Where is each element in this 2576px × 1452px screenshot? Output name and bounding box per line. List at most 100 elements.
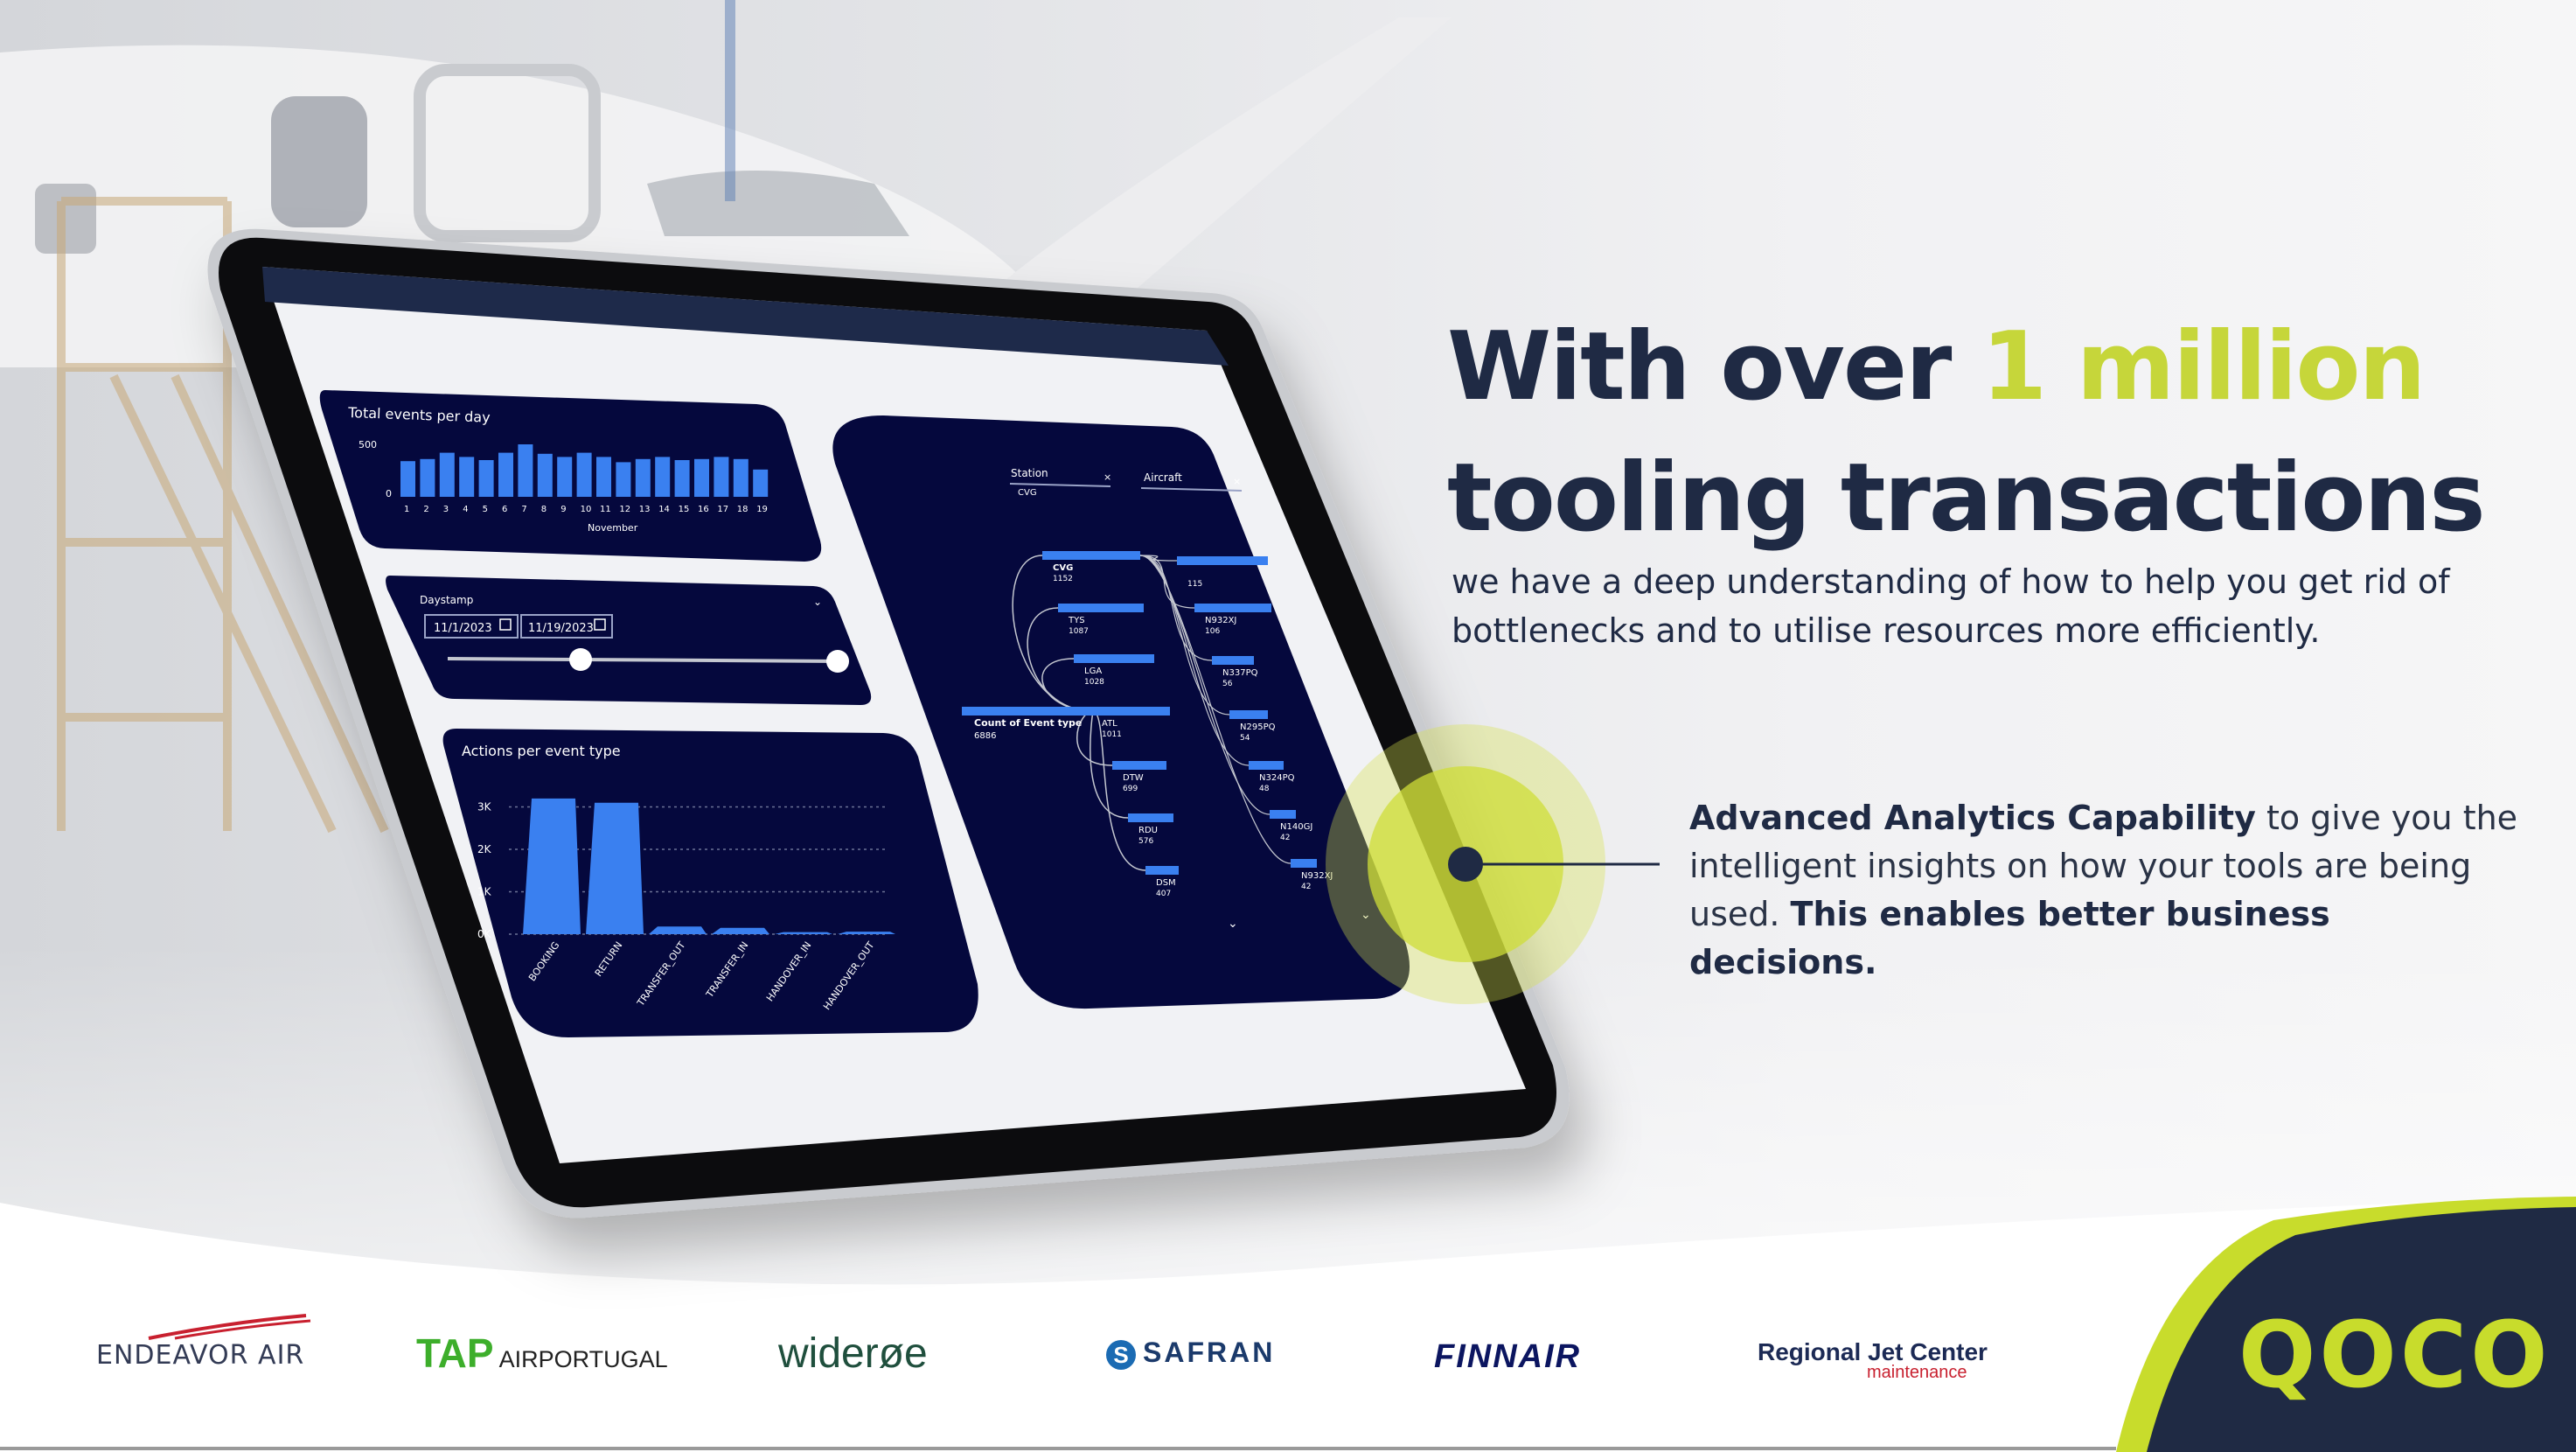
events-bar: [557, 457, 573, 497]
decomp-root-value: 6886: [974, 731, 996, 741]
daystamp-slicer-panel: Daystamp ⌄ 11/1/2023 11/19/2023: [386, 576, 872, 705]
chevron-down-icon[interactable]: ⌄: [1228, 917, 1238, 931]
decomp-aircraft-label: N932XJ: [1205, 616, 1236, 625]
filter-aircraft-label: Aircraft: [1144, 471, 1182, 484]
decomp-aircraft-value: 56: [1222, 680, 1233, 688]
end-date-value: 11/19/2023: [528, 622, 594, 635]
filter-aircraft-underline: [1140, 487, 1243, 492]
feature-tail: This enables better business decisions.: [1689, 895, 2330, 981]
events-x-tick: 18: [737, 505, 748, 514]
decomp-station-bar[interactable]: [1042, 551, 1140, 560]
decomp-aircraft-bar[interactable]: [1291, 859, 1317, 868]
actions-bar: [523, 798, 581, 934]
decomp-link: [1139, 555, 1178, 562]
decomp-aircraft-value: 42: [1280, 834, 1290, 842]
decomp-station-bar[interactable]: [1091, 707, 1170, 716]
events-x-tick: 14: [658, 505, 670, 514]
close-icon[interactable]: ×: [1233, 476, 1241, 487]
close-icon[interactable]: ×: [1104, 471, 1111, 483]
range-end-handle[interactable]: [826, 650, 849, 673]
decomp-station-bar[interactable]: [1128, 813, 1173, 822]
rjc-subtext: maintenance: [1867, 1363, 1967, 1382]
finnair-logo: FINNAIR: [1434, 1338, 1582, 1375]
decomp-station-value: 576: [1138, 837, 1153, 846]
decomp-aircraft-label: N932XJ: [1301, 871, 1333, 881]
date-range-track[interactable]: [447, 657, 840, 663]
decomp-station-label: ATL: [1102, 719, 1117, 729]
decomp-station-bar[interactable]: [1112, 761, 1166, 770]
feature-lead: Advanced Analytics Capability: [1689, 799, 2256, 837]
decomp-station-value: 407: [1156, 890, 1171, 898]
start-date-input[interactable]: [424, 614, 519, 639]
events-bar: [694, 458, 709, 497]
decomp-station-bar[interactable]: [1058, 604, 1144, 612]
actions-bar: [712, 927, 769, 934]
events-x-tick: 11: [600, 505, 611, 514]
endeavor-air-logo: ENDEAVOR AIR: [96, 1314, 315, 1371]
events-x-tick: 9: [560, 505, 566, 514]
dashboard-header-bar: [262, 267, 1229, 366]
decomp-station-value: 699: [1123, 785, 1138, 793]
safran-text: SAFRAN: [1143, 1337, 1276, 1368]
events-bar: [518, 444, 533, 497]
decomp-aircraft-value: 106: [1205, 627, 1220, 636]
tap-mark: TAP: [416, 1330, 494, 1376]
range-start-handle[interactable]: [569, 648, 592, 671]
decomp-link: [1139, 555, 1195, 609]
headline: With over 1 million tooling transactions: [1447, 302, 2486, 564]
events-bar: [439, 452, 455, 497]
events-bar: [635, 458, 651, 497]
actions-y-tick: 1K: [477, 886, 492, 898]
decomp-aircraft-label: N140GJ: [1280, 822, 1312, 832]
decomp-aircraft-bar[interactable]: [1229, 710, 1268, 719]
decomp-aircraft-bar[interactable]: [1194, 604, 1271, 612]
events-y-tick: 500: [359, 439, 377, 450]
chevron-down-icon[interactable]: ⌄: [1361, 908, 1371, 922]
calendar-icon[interactable]: [594, 618, 606, 631]
calendar-icon[interactable]: [499, 618, 512, 631]
filter-station-underline: [1009, 483, 1111, 487]
actions-bar: [775, 932, 832, 934]
events-bar: [674, 460, 690, 497]
events-x-tick: 15: [679, 505, 690, 514]
actions-y-tick: 0K: [477, 928, 492, 940]
decomposition-tree-panel: Station × CVG Aircraft × Count of Event …: [832, 415, 1410, 1009]
safran-s-icon: S: [1106, 1339, 1136, 1370]
chevron-down-icon[interactable]: ⌄: [813, 596, 822, 608]
decomposition-stations: CVG1152TYS1087LGA1028ATL1011DTW699RDU576…: [1042, 551, 1179, 898]
feature-text: to give you the intelligent insights on …: [1689, 799, 2518, 933]
headline-line-1: With over 1 million: [1447, 302, 2484, 433]
end-date-input[interactable]: [520, 614, 613, 639]
decomp-aircraft-value: 42: [1301, 883, 1311, 891]
decomp-link: [1139, 555, 1213, 661]
events-bar: [753, 469, 769, 497]
actions-bars: [523, 798, 895, 934]
decomp-aircraft-bar[interactable]: [1249, 761, 1284, 770]
decomp-station-bar[interactable]: [1145, 866, 1179, 875]
decomp-station-bar[interactable]: [1074, 654, 1154, 663]
actions-chart-title: Actions per event type: [462, 743, 621, 759]
decomp-station-label: RDU: [1138, 826, 1158, 835]
bottom-swoosh: [0, 1197, 2576, 1452]
decomp-station-value: 1087: [1069, 627, 1089, 636]
events-bar: [498, 452, 513, 497]
events-x-tick: 5: [483, 505, 488, 514]
events-bar: [733, 458, 748, 497]
decomp-aircraft-bar[interactable]: [1270, 810, 1296, 819]
events-x-tick: 7: [521, 505, 526, 514]
headline-highlight: 1 million: [1981, 312, 2426, 422]
decomp-aircraft-bar[interactable]: [1212, 656, 1254, 665]
events-x-tick: 12: [619, 505, 630, 514]
decomp-aircraft-bar[interactable]: [1177, 556, 1268, 565]
subtitle: we have a deep understanding of how to h…: [1452, 562, 2450, 650]
decomp-aircraft-label: N337PQ: [1222, 668, 1258, 678]
qoco-logo: QOCO: [2238, 1302, 2552, 1408]
actions-y-tick: 3K: [477, 801, 492, 813]
actions-bar: [649, 926, 707, 934]
